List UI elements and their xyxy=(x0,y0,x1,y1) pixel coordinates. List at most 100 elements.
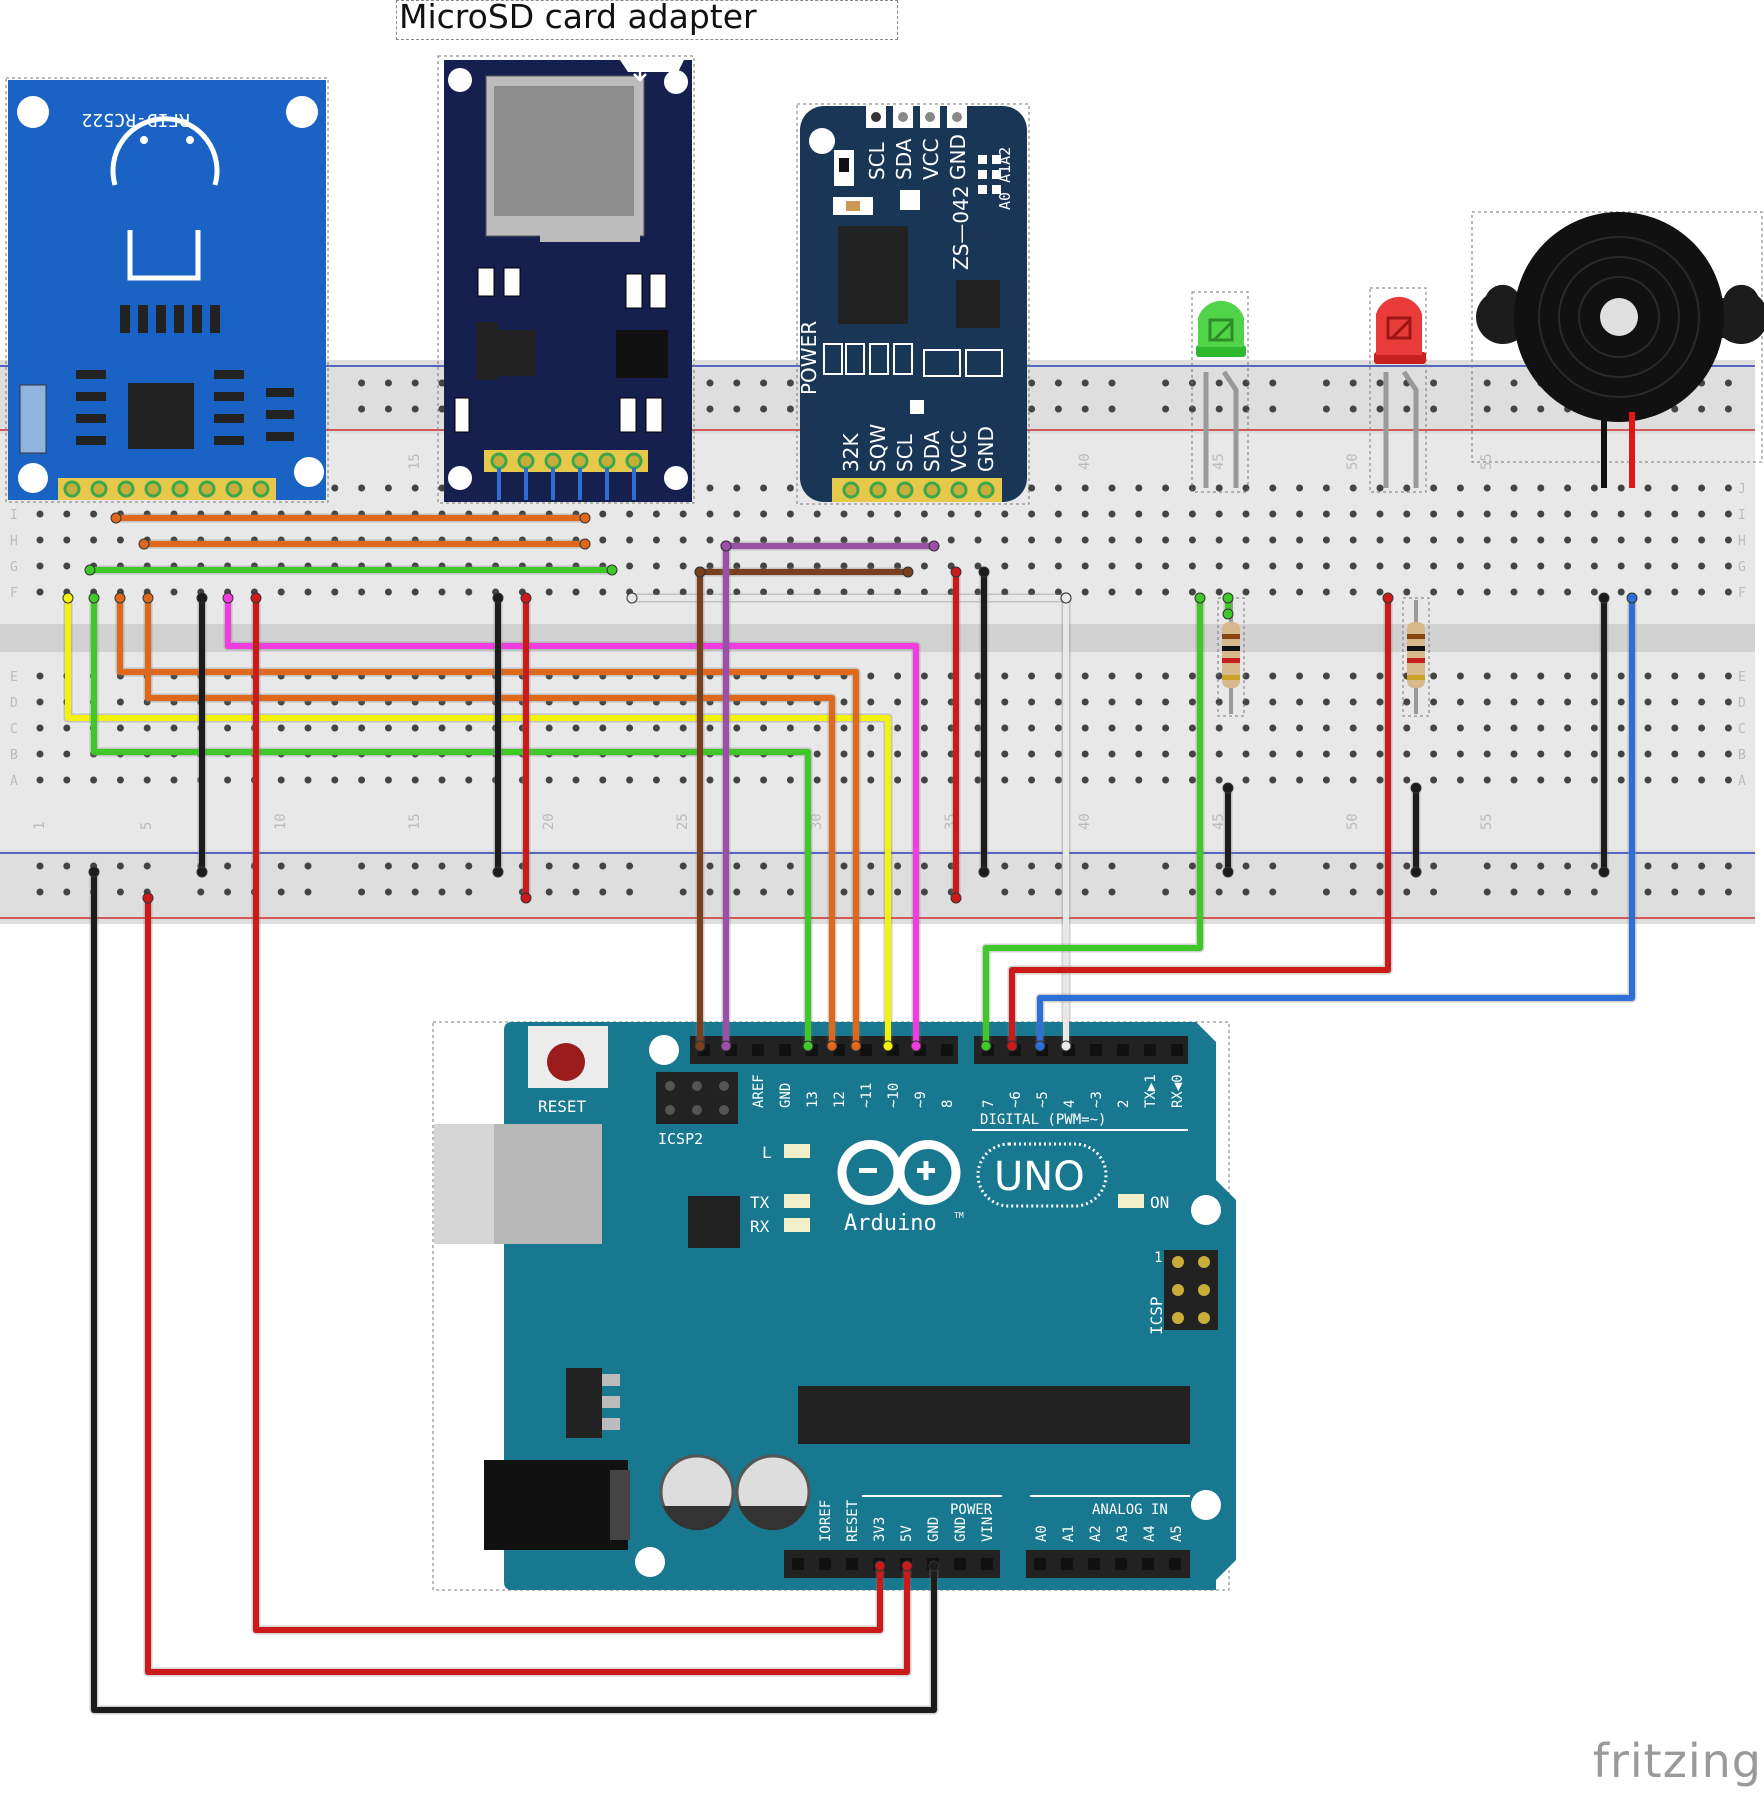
atmega-chip xyxy=(798,1386,1190,1444)
digital-pin-label: 4 xyxy=(1062,1100,1078,1108)
wire-green[interactable] xyxy=(91,595,811,1049)
row-letter: G xyxy=(1738,560,1746,575)
power-jack xyxy=(484,1460,628,1550)
rtc-bottom-pin-label: SDA xyxy=(920,430,944,472)
digital-pin-label: ~11 xyxy=(859,1083,875,1108)
row-letter: D xyxy=(1738,696,1746,711)
power-header xyxy=(784,1550,1000,1578)
rfid-chip xyxy=(128,383,194,449)
digital-pin-label: AREF xyxy=(751,1074,767,1108)
piezo-buzzer xyxy=(1471,211,1764,488)
sd-header xyxy=(484,450,648,472)
pin xyxy=(171,480,189,498)
fritzing-watermark: fritzing xyxy=(1592,1734,1762,1788)
arduino-logo-text: Arduino xyxy=(844,1211,937,1236)
digital-pin-label: 8 xyxy=(940,1100,956,1108)
module-caption: MicroSD card adapter xyxy=(396,0,898,40)
rfid-module: RFID-RC522 xyxy=(5,77,329,503)
pin xyxy=(571,452,589,470)
sd-chip xyxy=(616,330,668,378)
pin xyxy=(869,481,887,499)
pin xyxy=(977,481,995,499)
pin xyxy=(90,480,108,498)
row-letter: A xyxy=(10,774,18,789)
analog-title: ANALOG IN xyxy=(1092,1502,1168,1518)
analog-pin-label: A3 xyxy=(1115,1525,1131,1542)
eeprom-chip xyxy=(956,280,1000,328)
wire-red[interactable] xyxy=(145,895,910,1675)
power-pin-label: 3V3 xyxy=(872,1517,888,1542)
row-letter: E xyxy=(1738,670,1746,685)
rtc-top-pin-label: VCC xyxy=(919,138,943,180)
column-number-bottom: 50 xyxy=(1345,813,1361,830)
power-pin-label: RESET xyxy=(845,1499,861,1542)
column-number-top: 40 xyxy=(1077,453,1093,470)
wire-red[interactable] xyxy=(1009,595,1391,1049)
rfid-header xyxy=(58,478,276,500)
arduino-uno: RESET ICSP2 L TX RX Arduino TM UNO ON xyxy=(432,1021,1236,1591)
rtc-header xyxy=(832,478,1002,502)
uno-label: UNO xyxy=(994,1154,1085,1200)
pin xyxy=(625,452,643,470)
rtc-top-pin-label: GND xyxy=(946,134,970,180)
wire-orange[interactable] xyxy=(117,595,859,1049)
row-letter: A xyxy=(1738,774,1746,789)
pin xyxy=(490,452,508,470)
digital-pin-label: 12 xyxy=(832,1091,848,1108)
pin xyxy=(144,480,162,498)
column-number-top: 15 xyxy=(407,453,423,470)
wire-red[interactable] xyxy=(253,595,883,1633)
wire-orange[interactable] xyxy=(145,595,835,1049)
wire-yellow[interactable] xyxy=(65,595,891,1049)
digital-pin-label: ~9 xyxy=(913,1091,929,1108)
digital-pin-label: GND xyxy=(778,1083,794,1108)
column-number-bottom: 10 xyxy=(273,813,289,830)
power-title: POWER xyxy=(950,1502,993,1518)
rtc-chip xyxy=(838,226,908,324)
arduino-logo: Arduino TM xyxy=(837,1140,964,1236)
icsp2-label: ICSP2 xyxy=(658,1130,703,1148)
pin xyxy=(117,480,135,498)
column-number-top: 50 xyxy=(1345,453,1361,470)
reset-label: RESET xyxy=(538,1097,587,1116)
row-letter: F xyxy=(1738,586,1746,601)
rtc-bottom-pin-label: GND xyxy=(974,426,998,472)
row-letter: F xyxy=(10,586,18,601)
icsp-pin1-label: 1 xyxy=(1154,1250,1162,1266)
column-number-bottom: 40 xyxy=(1077,813,1093,830)
arduino-tm: TM xyxy=(954,1211,964,1220)
bottom-power-rail xyxy=(0,850,1755,924)
wire-black[interactable] xyxy=(91,869,937,1713)
pin xyxy=(252,480,270,498)
row-letter: I xyxy=(10,508,18,523)
analog-pin-label: A5 xyxy=(1169,1525,1185,1542)
wire-blue[interactable] xyxy=(1037,595,1635,1049)
digital-pin-label: ~3 xyxy=(1089,1091,1105,1108)
row-letter: J xyxy=(1738,482,1746,497)
digital-pin-label: ~10 xyxy=(886,1083,902,1108)
column-number-bottom: 5 xyxy=(139,822,155,830)
analog-pin-label: A2 xyxy=(1088,1525,1104,1542)
arduino-board xyxy=(504,1022,1236,1590)
rtc-bottom-pin-label: SCL xyxy=(893,433,917,472)
rtc-bottom-pin-label: 32K xyxy=(839,433,863,472)
wire-magenta[interactable] xyxy=(225,595,919,1049)
analog-pin-label: A1 xyxy=(1061,1525,1077,1542)
rtc-model-label: ZS—042 xyxy=(949,185,973,270)
microsd-module xyxy=(437,55,695,504)
digital-title: DIGITAL (PWM=~) xyxy=(980,1112,1106,1128)
pin xyxy=(842,481,860,499)
column-number-bottom: 30 xyxy=(809,813,825,830)
column-number-bottom: 15 xyxy=(407,813,423,830)
wire-green[interactable] xyxy=(983,595,1203,1049)
pin xyxy=(598,452,616,470)
digital-pin-label: 7 xyxy=(981,1100,997,1108)
column-number-bottom: 45 xyxy=(1211,813,1227,830)
digital-pin-label: ~5 xyxy=(1035,1091,1051,1108)
rtc-top-pin-label: SCL xyxy=(865,141,889,180)
rtc-bottom-pin-label: SQW xyxy=(866,424,890,472)
row-letter: B xyxy=(1738,748,1746,763)
row-letter: E xyxy=(10,670,18,685)
